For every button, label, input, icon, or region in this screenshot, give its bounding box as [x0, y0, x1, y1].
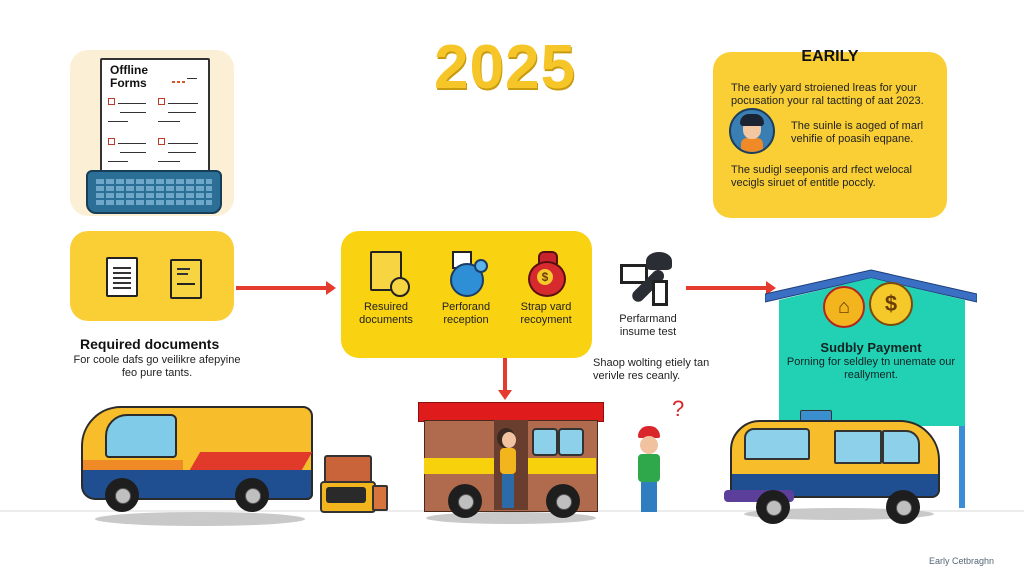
- early-heading: EARILY: [801, 48, 859, 65]
- footer-caption: Early Cetbraghn: [929, 556, 995, 566]
- worker-person-illustration: [632, 420, 666, 520]
- arrow-down-icon: [498, 358, 512, 400]
- offline-forms-title: Offline Forms: [110, 63, 148, 90]
- sign-post: [959, 418, 965, 508]
- yellow-van-illustration: [75, 400, 315, 526]
- person-avatar-icon: [729, 108, 775, 154]
- keyboard-icon: [86, 170, 222, 214]
- process-step-reception: Perforand reception: [431, 251, 501, 327]
- brown-truck-illustration: [416, 400, 606, 525]
- question-mark-icon: ?: [672, 396, 685, 421]
- checkbox-icon: [158, 98, 165, 105]
- dots-decoration: [172, 70, 200, 83]
- form-document-icon: Offline Forms: [100, 58, 210, 184]
- early-paragraph-2: The suinle is aoged of marl vehifie of p…: [791, 120, 924, 145]
- early-paragraph-1: The early yard stroiened lreas for your …: [731, 82, 924, 107]
- arrow-right-icon: [686, 281, 776, 295]
- required-documents-title: Required documents: [80, 336, 220, 352]
- process-steps-card: Resuired documents Perforand reception $…: [341, 231, 592, 358]
- inspection-step-description: Shaop wolting etiely tan verivle res cea…: [593, 357, 710, 382]
- required-documents-description: For coole dafs go veilikre afepyine feo …: [73, 354, 241, 379]
- required-documents-card: [70, 231, 234, 321]
- checkbox-icon: [108, 98, 115, 105]
- payment-title: Sudbly Payment: [820, 340, 922, 355]
- arrow-right-icon: [236, 281, 336, 295]
- taxi-illustration: [720, 408, 940, 524]
- inspection-step-label: Perfarmand insume test: [619, 313, 677, 338]
- dollar-coin-icon: $: [869, 282, 913, 326]
- checkbox-checked-icon: [158, 138, 165, 145]
- wrench-tool-icon: [620, 250, 676, 306]
- process-step-payment: $ Strap vard recoyment: [511, 251, 581, 327]
- document-icon: [364, 251, 410, 297]
- checkbox-icon: [108, 138, 115, 145]
- money-bag-icon: $: [524, 251, 568, 297]
- offline-forms-card: Offline Forms: [70, 50, 234, 216]
- payment-description: Porning for seldley tn unemate our reall…: [786, 356, 956, 381]
- magnifier-icon: [444, 251, 488, 297]
- payment-house-sign: ⌂ $ Sudbly Payment Porning for seldley t…: [765, 268, 977, 508]
- early-info-card: EARILY The early yard stroiened lreas fo…: [713, 48, 947, 218]
- document-icon: [106, 257, 138, 297]
- year-title: 2025: [434, 33, 576, 102]
- building-coin-icon: ⌂: [823, 286, 865, 328]
- chart-document-icon: [170, 259, 202, 299]
- luggage-cart-illustration: [320, 455, 388, 513]
- early-paragraph-3: The sudigl seeponis ard rfect welocal ve…: [731, 164, 912, 189]
- process-step-documents: Resuired documents: [351, 251, 421, 327]
